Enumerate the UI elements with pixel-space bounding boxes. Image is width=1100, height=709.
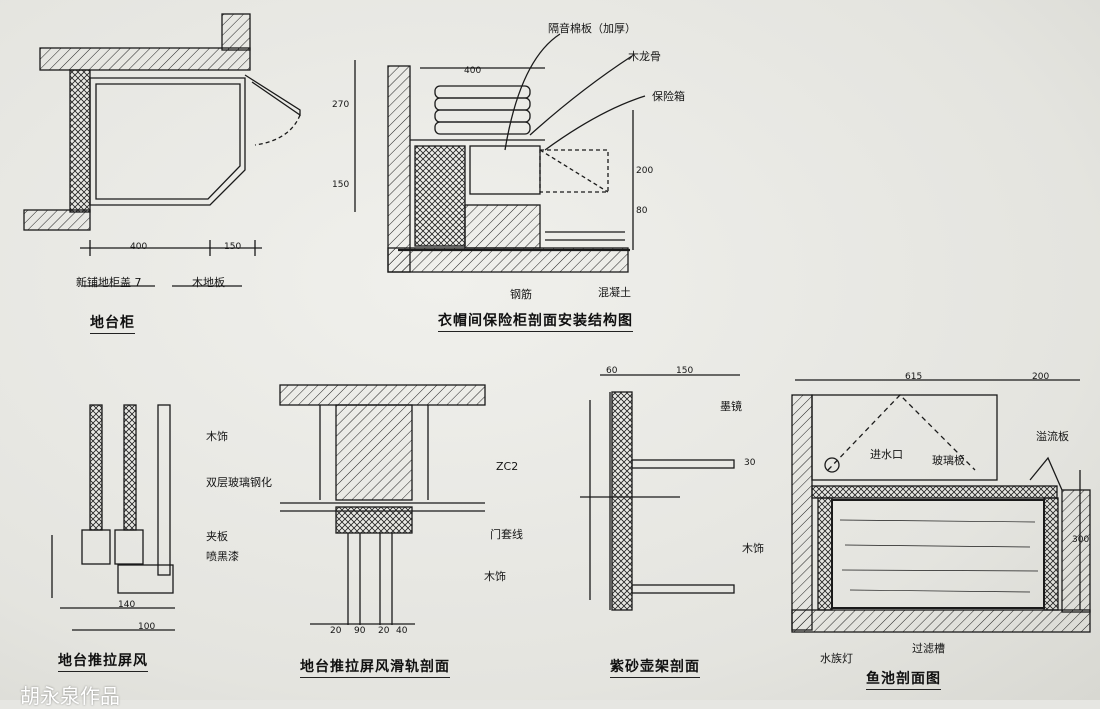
label-insulation-board: 隔音棉板（加厚）	[548, 22, 636, 35]
label-wood-keel: 木龙骨	[628, 50, 661, 63]
dim-shelf-150: 150	[676, 366, 694, 376]
label-plywood: 夹板	[206, 530, 228, 543]
title-safe-section: 衣帽间保险柜剖面安装结构图	[438, 310, 633, 332]
label-safe-box: 保险箱	[652, 90, 685, 103]
dim-shelf-60: 60	[606, 366, 618, 376]
dim-tank-200: 200	[1032, 372, 1050, 382]
title-teapot-shelf: 紫砂壶架剖面	[610, 656, 700, 678]
dim-safe-270: 270	[332, 100, 350, 110]
screen-plan	[51, 404, 175, 631]
label-tempered-glass: 双层玻璃钢化	[206, 476, 272, 489]
label-rebar: 钢筋	[510, 288, 532, 301]
dim-track-40: 40	[396, 626, 408, 636]
dim-400: 400	[130, 242, 148, 252]
label-glass-plate: 玻璃板	[932, 454, 965, 467]
dim-safe-80: 80	[636, 206, 648, 216]
label-inlet: 进水口	[870, 448, 903, 461]
label-concrete: 混凝土	[598, 286, 631, 299]
label-zc2: ZC2	[496, 460, 519, 473]
title-sliding-screen: 地台推拉屏风	[58, 650, 148, 672]
dim-safe-200: 200	[636, 166, 654, 176]
track-section	[279, 384, 486, 625]
fish-tank-section	[791, 379, 1091, 633]
author-watermark: 胡永泉作品	[20, 684, 120, 708]
label-filter-tank: 过滤槽	[912, 642, 945, 655]
label-wood-floor: 木地板	[192, 276, 225, 289]
label-overflow-board: 溢流板	[1036, 430, 1069, 443]
label-shelf-wood: 木饰	[742, 542, 764, 555]
dim-tank-300: 300	[1072, 535, 1090, 545]
dim-safe-150: 150	[332, 180, 350, 190]
dim-screen-100: 100	[138, 622, 156, 632]
dim-screen-140: 140	[118, 600, 136, 610]
title-fish-tank: 鱼池剖面图	[866, 668, 941, 690]
shelf-section	[580, 374, 740, 611]
label-door-trim: 门套线	[490, 528, 523, 541]
title-track-section: 地台推拉屏风滑轨剖面	[300, 656, 450, 678]
label-cabinet-cover: 新铺地柜盖 7	[76, 276, 142, 289]
label-track-wood: 木饰	[484, 570, 506, 583]
dim-shelf-30: 30	[744, 458, 756, 468]
dim-150: 150	[224, 242, 242, 252]
cabinet-plan	[23, 13, 301, 287]
label-screen-wood: 木饰	[206, 430, 228, 443]
label-mirror: 墨镜	[720, 400, 742, 413]
label-aquarium-light: 水族灯	[820, 652, 853, 665]
dim-track-20b: 20	[378, 626, 390, 636]
dim-track-90: 90	[354, 626, 366, 636]
dim-tank-615: 615	[905, 372, 923, 382]
safe-section	[354, 33, 646, 273]
title-floor-cabinet: 地台柜	[90, 312, 135, 334]
label-black-paint: 喷黑漆	[206, 550, 239, 563]
dim-safe-400: 400	[464, 66, 482, 76]
dim-track-20a: 20	[330, 626, 342, 636]
